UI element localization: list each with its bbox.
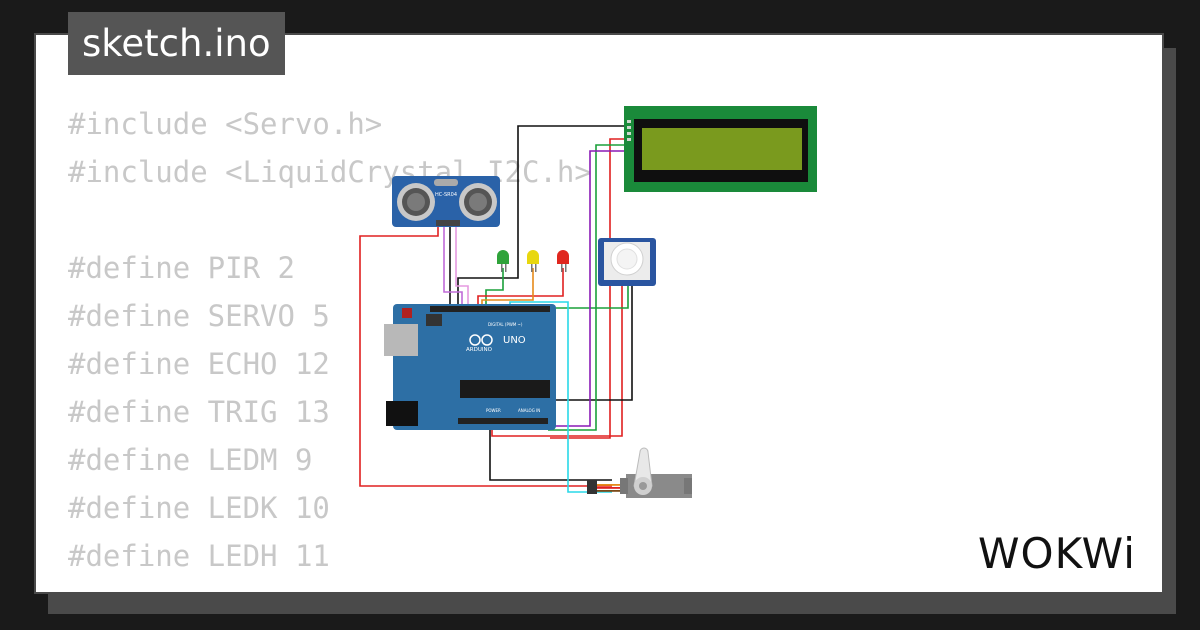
arduino-uno: UNO ARDUINO DIGITAL (PWM ~) ANALOG IN PO…: [384, 304, 556, 430]
power-label: POWER: [486, 408, 501, 413]
wokwi-logo-text: WOKWi: [978, 529, 1136, 578]
wire-black: [457, 125, 627, 308]
arduino-logo: UNO: [503, 335, 526, 346]
lcd-display: [624, 106, 817, 192]
code-line: #define TRIG 13: [68, 395, 330, 429]
wire-purple: [546, 150, 627, 427]
code-line: #define SERVO 5: [68, 299, 330, 333]
ultrasonic-sensor: HC-SR04: [392, 176, 500, 227]
servo-motor: [587, 447, 692, 498]
code-line: #define LEDH 11: [68, 539, 330, 573]
code-line: #include <Servo.h>: [68, 107, 383, 141]
wire-red: [359, 222, 612, 487]
code-line: #define LEDK 10: [68, 491, 330, 525]
led-red: [557, 250, 569, 272]
leds: [497, 250, 569, 272]
analog-label: ANALOG IN: [518, 408, 540, 413]
wire-green: [485, 268, 504, 308]
wire-red: [477, 268, 564, 308]
led-green: [497, 250, 509, 272]
digital-label: DIGITAL (PWM ~): [488, 322, 523, 327]
code-line: #define ECHO 12: [68, 347, 330, 381]
wire-purple: [443, 222, 463, 308]
sketch-title: sketch.ino: [68, 12, 285, 75]
wire-black: [489, 424, 612, 481]
wire-green: [548, 144, 627, 431]
code-line: #define LEDM 9: [68, 443, 313, 477]
wire-red: [550, 138, 626, 439]
wire-pink: [455, 222, 469, 308]
wokwi-logo: WOKWi: [978, 529, 1136, 578]
arduino-brand: ARDUINO: [466, 347, 493, 353]
code-snippet: #include <Servo.h>#include <LiquidCrysta…: [68, 100, 592, 580]
code-line: #define PIR 2: [68, 251, 295, 285]
pir-sensor: [598, 238, 656, 286]
ultrasonic-label: HC-SR04: [435, 192, 457, 198]
led-yellow: [527, 250, 539, 272]
